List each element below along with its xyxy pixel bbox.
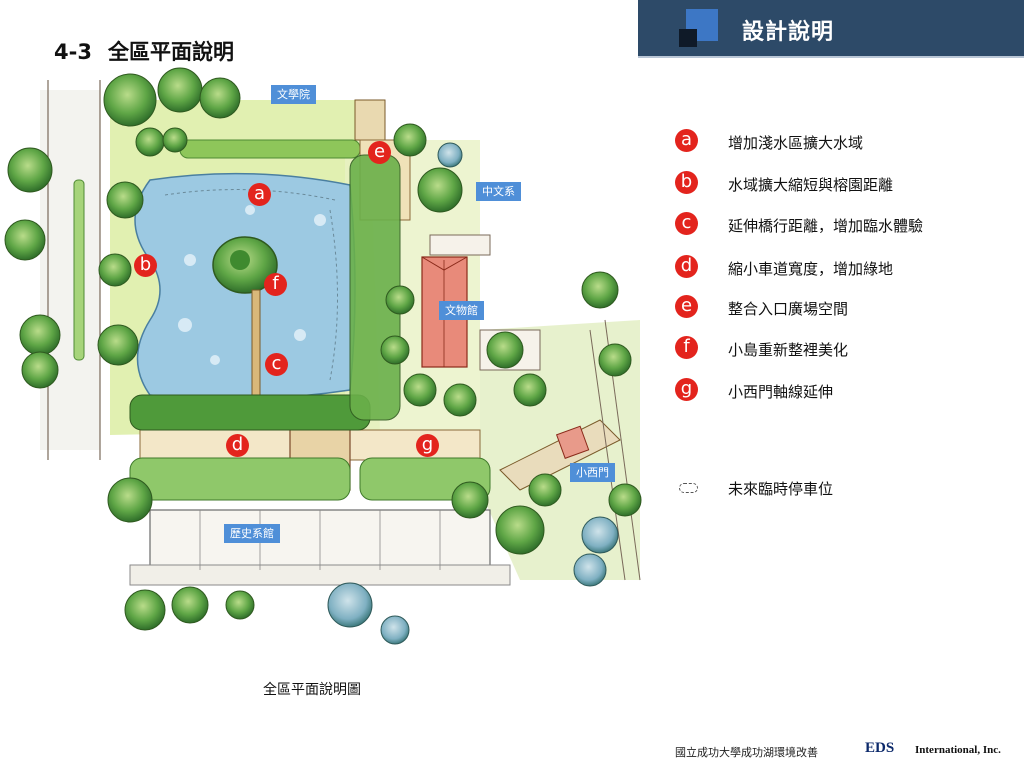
legend-marker-d: d bbox=[675, 255, 698, 278]
legend-marker-e: e bbox=[675, 295, 698, 318]
label-literature-college: 文學院 bbox=[271, 85, 316, 104]
legend-text-c: 延伸橋行距離，增加臨水體驗 bbox=[728, 217, 924, 235]
legend-marker-c: c bbox=[675, 212, 698, 235]
footer-company: International, Inc. bbox=[915, 744, 1001, 756]
legend-text-parking: 未來臨時停車位 bbox=[728, 480, 834, 498]
plan-marker-a: a bbox=[248, 183, 271, 206]
footer-brand-logo: EDS bbox=[865, 740, 895, 756]
legend-text-e: 整合入口廣場空間 bbox=[728, 300, 849, 318]
label-museum: 文物館 bbox=[439, 301, 484, 320]
legend-marker-b: b bbox=[675, 171, 698, 194]
median-strip bbox=[73, 179, 85, 361]
legend-marker-a: a bbox=[675, 129, 698, 152]
legend-text-g: 小西門軸線延伸 bbox=[728, 383, 834, 401]
legend-text-a: 增加淺水區擴大水域 bbox=[728, 134, 864, 152]
label-small-west-gate: 小西門 bbox=[570, 463, 615, 482]
label-chinese-dept: 中文系 bbox=[476, 182, 521, 201]
road-left bbox=[40, 90, 100, 450]
plan-marker-g: g bbox=[416, 434, 439, 457]
section-title-text: 全區平面說明 bbox=[107, 40, 234, 64]
plan-marker-b: b bbox=[134, 254, 157, 277]
plan-marker-e: e bbox=[368, 141, 391, 164]
label-history-dept: 歷史系館 bbox=[224, 524, 280, 543]
plan-caption: 全區平面說明圖 bbox=[263, 682, 361, 698]
legend-text-f: 小島重新整裡美化 bbox=[728, 341, 849, 359]
plan-marker-d: d bbox=[226, 434, 249, 457]
plan-marker-f: f bbox=[264, 273, 287, 296]
site-plan-drawing bbox=[4, 67, 642, 645]
footer-org: 國立成功大學成功湖環境改善 bbox=[675, 746, 818, 759]
dashed-oval-icon bbox=[679, 483, 698, 493]
legend-marker-g: g bbox=[675, 378, 698, 401]
small-west-gate-structure bbox=[555, 425, 590, 459]
header-title: 設計說明 bbox=[742, 20, 835, 45]
legend-text-d: 縮小車道寬度，增加綠地 bbox=[728, 260, 894, 278]
bridge bbox=[251, 289, 261, 401]
plan-marker-c: c bbox=[265, 353, 288, 376]
section-title: 4-3 全區平面說明 bbox=[54, 36, 234, 66]
section-number: 4-3 bbox=[54, 40, 92, 64]
legend-text-b: 水域擴大縮短與榕園距離 bbox=[728, 176, 894, 194]
legend-marker-f: f bbox=[675, 336, 698, 359]
header-bar: 設計說明 bbox=[638, 0, 1024, 58]
square-logo-dark-icon bbox=[679, 29, 697, 47]
